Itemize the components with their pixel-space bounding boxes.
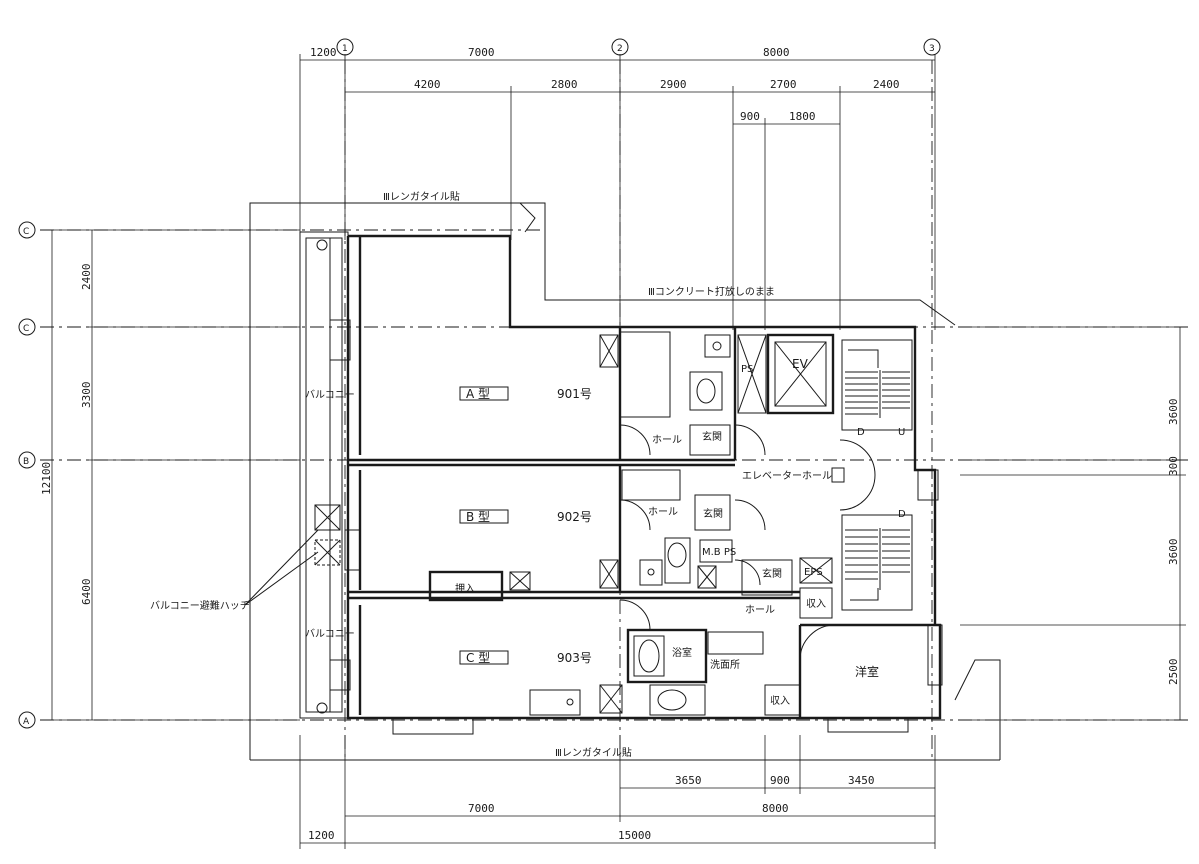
dim-bottom-7000: 7000 [468,802,495,815]
grid-label-1: 1 [342,44,348,54]
grid-center-lines [40,60,1190,760]
unit-tags: A 型 901号 B 型 902号 C 型 903号 [459,386,592,665]
dim-left-12100: 12100 [40,462,53,495]
label-eps: EPS [804,567,823,578]
top-dimensions: 1200 7000 8000 4200 2800 2900 2700 2400 … [299,46,936,330]
dim-right-3600-a: 3600 [1167,399,1180,426]
dim-right-300: 300 [1167,456,1180,476]
grid-bubbles-left: C C B A [18,221,36,729]
dim-right-2500: 2500 [1167,659,1180,686]
label-mb-ps: M.B PS [702,547,736,558]
grid-label-3: 3 [929,44,935,54]
dim-top-7000: 7000 [468,46,495,59]
dim-top-2700: 2700 [770,78,797,91]
stair-treads-upper [845,370,910,418]
dim-left-2400: 2400 [80,264,93,291]
unit-c-type: C 型 [466,651,490,665]
unit-b-number: 902号 [557,510,592,524]
label-genkan-a: 玄関 [702,430,722,443]
label-stair-d-lower: D [898,509,906,520]
label-elevator-hall: エレベーターホール [742,470,832,482]
building-walls [299,231,943,735]
grid-label-c-top: C [23,227,29,237]
label-stair-u-upper: U [898,427,905,438]
unit-c-number: 903号 [557,651,592,665]
label-ev: EV [792,357,809,371]
grid-label-b: B [23,457,29,467]
unit-a-number: 901号 [557,387,592,401]
label-concrete: Ⅲコンクリート打放しのまま [648,285,775,298]
dim-bottom-15000: 15000 [618,829,651,842]
label-youshitsu: 洋室 [855,664,879,679]
grid-bubbles-top: 1 2 3 [336,38,941,56]
dim-top-8000: 8000 [763,46,790,59]
label-genkan-b: 玄関 [703,507,723,520]
dim-top-4200: 4200 [414,78,441,91]
dim-right-3600-b: 3600 [1167,539,1180,566]
dim-bottom-900: 900 [770,774,790,787]
label-ps: PS [741,364,753,375]
hatch-leader [244,529,319,606]
outer-envelope [249,202,1001,761]
dim-bottom-8000: 8000 [762,802,789,815]
dim-top-1800: 1800 [789,110,816,123]
grid-label-a: A [23,717,30,727]
label-oshiire: 押入 [455,582,475,595]
dim-left-3300: 3300 [80,382,93,409]
plan-labels: Ⅲレンガタイル貼 Ⅲコンクリート打放しのまま Ⅲレンガタイル貼 バルコニー バル… [150,190,906,759]
label-tile-bottom: Ⅲレンガタイル貼 [555,746,632,759]
label-stair-d-upper: D [857,427,865,438]
label-hall-b: ホール [648,506,678,518]
grid-label-c: C [23,324,29,334]
label-yokushitsu: 浴室 [672,646,692,659]
dim-left-6400: 6400 [80,579,93,606]
dim-top-2400: 2400 [873,78,900,91]
dim-bottom-1200: 1200 [308,829,335,842]
label-balcony-c: バルコニー [305,628,355,640]
stair-treads-lower [845,528,910,590]
dim-top-900: 900 [740,110,760,123]
label-senmen: 洗面所 [710,659,740,671]
label-shunou-upper: 収入 [806,598,826,610]
label-hall-a: ホール [652,434,682,446]
dim-top-1200: 1200 [310,46,337,59]
label-genkan-c: 玄関 [762,567,782,580]
dim-bottom-3650: 3650 [675,774,702,787]
label-hall-c: ホール [745,604,775,616]
dim-bottom-3450: 3450 [848,774,875,787]
left-dimensions: 2400 3300 12100 6400 [40,229,300,721]
dim-top-2800: 2800 [551,78,578,91]
label-balcony-a: バルコニー [305,389,355,401]
bottom-dimensions: 3650 900 3450 7000 8000 1200 15000 [299,735,936,849]
unit-b-type: B 型 [466,510,490,524]
label-tile-top: Ⅲレンガタイル貼 [383,190,460,203]
right-dimensions: 3600 300 3600 2500 [960,326,1186,721]
dim-top-2900: 2900 [660,78,687,91]
label-evac-hatch: バルコニー避難ハッチ [150,599,250,612]
unit-a-type: A 型 [466,387,490,401]
grid-label-2: 2 [617,44,623,54]
label-shunou-lower: 収入 [770,695,790,707]
